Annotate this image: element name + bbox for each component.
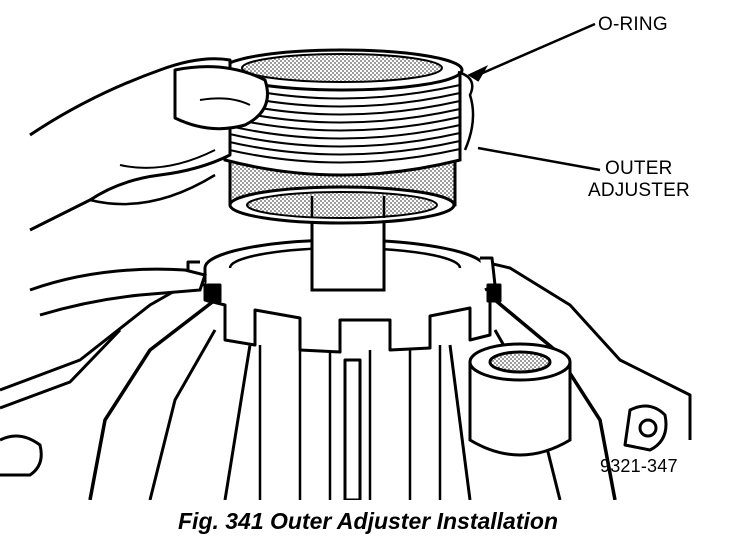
outer-adjuster-label-line1: OUTER <box>605 158 673 179</box>
outer-adjuster-installation-illustration <box>0 22 692 500</box>
outer-adjuster-label-line2: ADJUSTER <box>588 180 690 201</box>
second-hand <box>29 267 207 317</box>
figure-caption: Fig. 341 Outer Adjuster Installation <box>178 508 558 534</box>
figure-number: 9321-347 <box>600 456 678 476</box>
hand <box>29 57 269 232</box>
transmission-housing <box>0 250 692 500</box>
outer-adjuster <box>220 48 475 225</box>
housing-collar <box>186 238 502 354</box>
leader-lines <box>467 22 601 172</box>
fluid-port <box>468 342 572 457</box>
o-ring-label: O-RING <box>598 14 668 35</box>
